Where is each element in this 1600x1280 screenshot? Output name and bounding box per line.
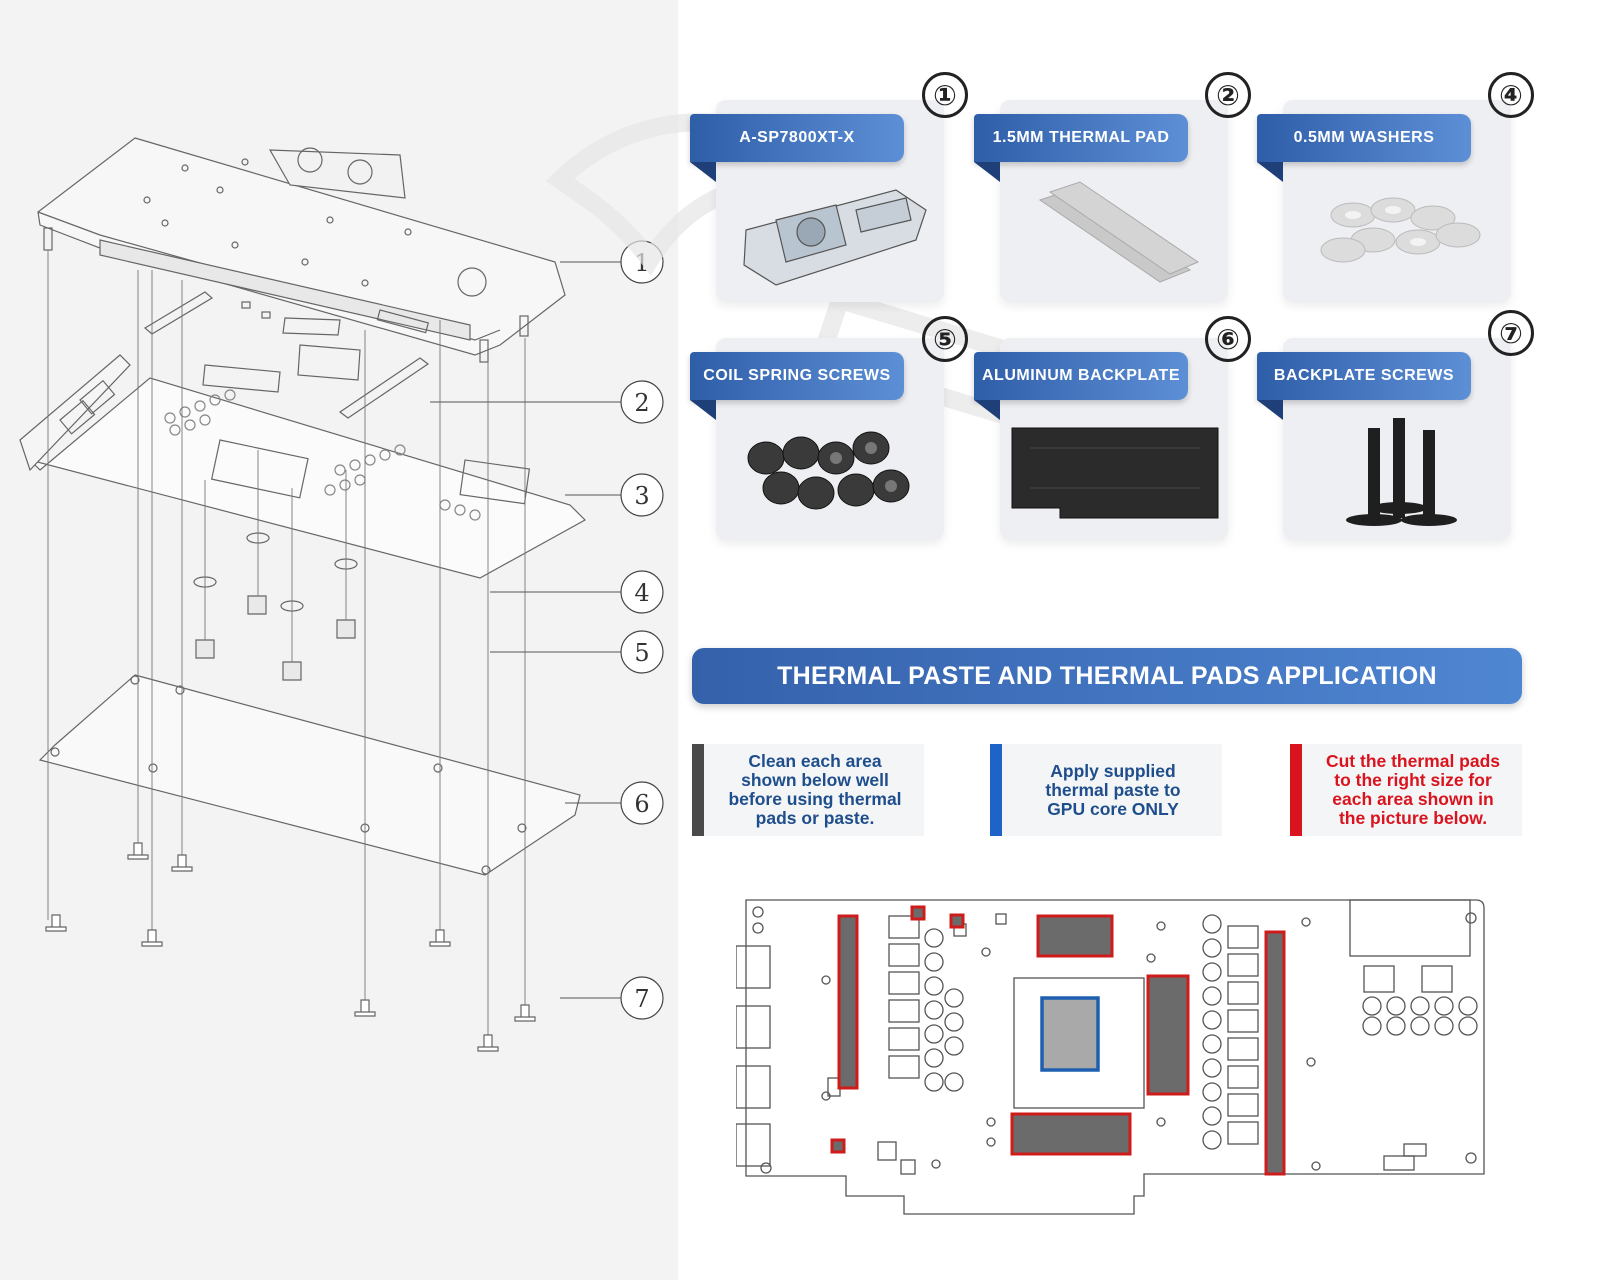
pad-small-2 xyxy=(949,913,965,929)
part-card-washers: 0.5MM WASHERS xyxy=(1257,100,1511,302)
note-text: Cut the thermal pads to the right size f… xyxy=(1325,751,1501,828)
part-number-5: ⑤ xyxy=(922,316,968,362)
water-block xyxy=(37,137,566,363)
pad-small-1 xyxy=(910,905,926,921)
exploded-view-diagram: 1 2 3 4 5 6 7 xyxy=(19,137,664,1052)
part-label: 0.5MM WASHERS xyxy=(1257,114,1471,182)
part-card-backplate-screws: BACKPLATE SCREWS xyxy=(1257,338,1511,540)
guide-lines xyxy=(47,250,526,1040)
backplate-thumbnail xyxy=(1011,427,1219,519)
washers-thumbnail xyxy=(1320,197,1481,263)
callout-label-7: 7 xyxy=(634,985,649,1013)
note-apply-paste: Apply supplied thermal paste to GPU core… xyxy=(990,744,1222,836)
part-card-thermal-pad: 1.5MM THERMAL PAD xyxy=(974,100,1228,302)
pcb-board xyxy=(19,354,586,579)
part-number-1: ① xyxy=(922,72,968,118)
note-accent-bar xyxy=(692,744,704,836)
part-card-water-block: A-SP7800XT-X xyxy=(690,100,944,302)
exploded-view-panel: 1 2 3 4 5 6 7 xyxy=(0,0,678,1280)
water-block-thumbnail xyxy=(743,189,927,286)
note-accent-bar xyxy=(1290,744,1302,836)
callout-label-4: 4 xyxy=(634,579,649,607)
note-clean-areas: Clean each area shown below well before … xyxy=(692,744,924,836)
part-label: BACKPLATE SCREWS xyxy=(1257,352,1471,420)
part-number-6: ⑥ xyxy=(1205,316,1251,362)
callout-label-2: 2 xyxy=(634,389,649,417)
part-label: COIL SPRING SCREWS xyxy=(690,352,904,420)
callout-label-3: 3 xyxy=(634,482,649,510)
part-label: ALUMINUM BACKPLATE xyxy=(974,352,1188,420)
part-card-coil-springs: COIL SPRING SCREWS xyxy=(690,338,944,540)
coil-springs-thumbnail xyxy=(747,431,910,510)
part-number-2: ② xyxy=(1205,72,1251,118)
part-card-backplate: ALUMINUM BACKPLATE xyxy=(974,338,1228,540)
backplate xyxy=(38,674,581,876)
callout-label-6: 6 xyxy=(634,790,649,818)
pad-memory-top xyxy=(1036,914,1114,958)
backplate-screws-thumbnail xyxy=(1346,418,1457,526)
pad-small-3 xyxy=(830,1138,846,1154)
pad-vrm-left xyxy=(837,914,859,1090)
callout-label-1: 1 xyxy=(634,249,649,277)
pad-memory-right xyxy=(1146,974,1190,1096)
part-number-4: ④ xyxy=(1488,72,1534,118)
note-accent-bar xyxy=(990,744,1002,836)
part-label: 1.5MM THERMAL PAD xyxy=(974,114,1188,182)
callout-label-5: 5 xyxy=(634,639,649,667)
part-number-7: ⑦ xyxy=(1488,310,1534,356)
thermal-pads-layer xyxy=(143,291,430,419)
section-title-banner: THERMAL PASTE AND THERMAL PADS APPLICATI… xyxy=(692,648,1522,704)
note-cut-pads: Cut the thermal pads to the right size f… xyxy=(1290,744,1522,836)
callout-circles xyxy=(620,240,664,1020)
thermal-pad-thumbnail xyxy=(1038,181,1200,283)
bottom-screws xyxy=(45,842,536,1052)
callout-leaders xyxy=(430,261,622,999)
part-label: A-SP7800XT-X xyxy=(690,114,904,182)
pad-vrm-right xyxy=(1264,930,1286,1176)
note-text: Apply supplied thermal paste to GPU core… xyxy=(1045,760,1181,819)
pad-memory-bottom xyxy=(1010,1112,1132,1156)
note-text: Clean each area shown below well before … xyxy=(728,751,902,828)
washers-springs xyxy=(193,532,358,681)
pcb-thermal-map xyxy=(736,899,1485,1215)
thermal-paste-gpu-core xyxy=(1040,996,1100,1072)
thermal-pad-areas xyxy=(830,905,1286,1176)
